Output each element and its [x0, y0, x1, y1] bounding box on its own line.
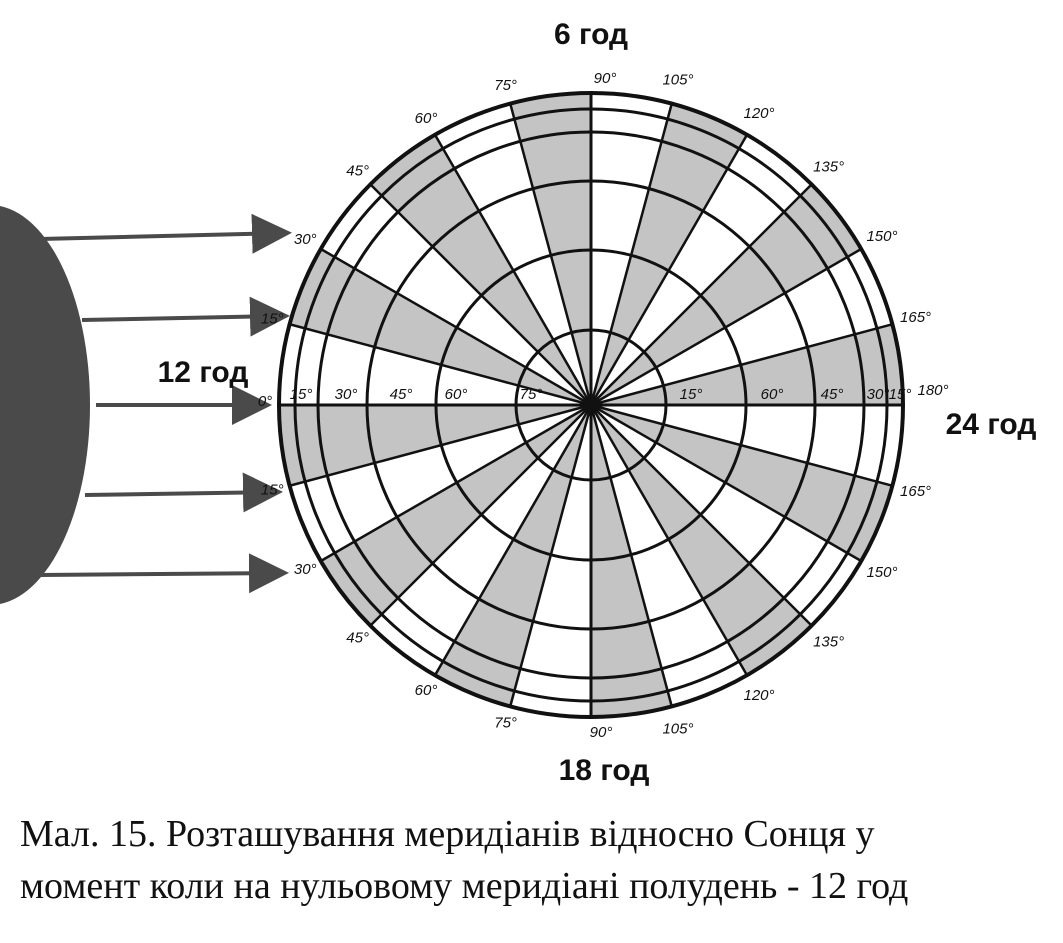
rim-label-lower-left: 45° — [346, 629, 369, 646]
shaded-sector — [435, 405, 591, 707]
figure-caption: Мал. 15. Розташування меридіанів відносн… — [20, 808, 1050, 912]
rim-label-upper-left: 30° — [294, 231, 317, 248]
rim-label-upper-right: 135° — [813, 158, 844, 175]
rim-label-upper-right: 120° — [743, 105, 774, 122]
meridian-line — [590, 183, 813, 406]
rim-label-lower-left: 60° — [415, 682, 438, 699]
shaded-sector — [591, 405, 893, 561]
rim-label-upper-right: 150° — [866, 228, 897, 245]
rim-label-lower-left: 15° — [261, 481, 284, 498]
axis-label-left: 45° — [390, 386, 413, 403]
sun-ray-2 — [81, 296, 290, 337]
shaded-sector — [320, 405, 591, 626]
rim-label-upper-left: 60° — [415, 110, 438, 127]
caption-line-2: момент коли на нульовому меридіані полуд… — [20, 865, 909, 907]
axis-label-right: 15° — [889, 386, 912, 403]
hour-label-12: 12 год — [158, 356, 249, 389]
rim-label-upper-right: 165° — [900, 309, 931, 326]
hour-label-18: 18 год — [559, 754, 650, 787]
rim-label-upper-left: 75° — [494, 77, 517, 94]
rim-label-upper-right: 105° — [662, 71, 693, 88]
axis-label-right: 45° — [821, 386, 844, 403]
axis-label-left: 15° — [290, 386, 313, 403]
rim-label-lower-right: 150° — [866, 564, 897, 581]
meridian-diagram: 15°30°45°60°75°105°120°135°150°165°15°30… — [0, 18, 1037, 787]
rim-label-lower-right: 135° — [813, 634, 844, 651]
meridian-line — [320, 247, 592, 407]
meridian-line — [589, 134, 749, 406]
shaded-sector — [591, 184, 862, 405]
rim-label-lower-left: 75° — [494, 715, 517, 732]
rim-label-lower-left: 30° — [294, 561, 317, 578]
rim-label-upper-left: 45° — [346, 163, 369, 180]
meridian-line — [369, 183, 592, 406]
hour-label-24: 24 год — [946, 408, 1037, 441]
sun-ray-4 — [84, 472, 283, 513]
meridian-line — [289, 323, 592, 407]
rim-label-lower-right: 105° — [662, 721, 693, 738]
rim-label-upper-left: 15° — [261, 311, 284, 328]
pole — [584, 398, 598, 412]
rim-label-lower-right: 120° — [743, 687, 774, 704]
meridian-line — [320, 403, 592, 563]
shaded-sector — [289, 249, 591, 405]
meridian-line — [589, 103, 673, 406]
sun — [0, 206, 90, 604]
axis-label-right: 15° — [680, 386, 703, 403]
meridian-line — [509, 103, 593, 406]
meridian-line — [433, 404, 593, 676]
meridian-line — [589, 404, 673, 707]
shaded-sector — [591, 103, 747, 406]
rim-label-lower-right: 165° — [900, 483, 931, 500]
degree-labels: 15°30°45°60°75°105°120°135°150°165°15°30… — [258, 70, 949, 741]
rim-label-right-end: 180° — [917, 382, 948, 399]
rim-label-bottom: 90° — [590, 724, 613, 741]
meridian-lines — [279, 93, 903, 717]
shaded-sector — [591, 405, 812, 676]
sun-ray-5 — [39, 553, 289, 594]
meridian-line — [289, 403, 592, 487]
meridian-line — [590, 323, 893, 407]
axis-label-right: 60° — [761, 386, 784, 403]
meridian-line — [590, 403, 862, 563]
rim-label-top: 90° — [594, 70, 617, 87]
sun-ray-1 — [39, 213, 292, 254]
caption-line-1: Мал. 15. Розташування меридіанів відносн… — [20, 813, 875, 855]
meridian-line — [509, 404, 593, 707]
axis-label-left: 75° — [520, 386, 543, 403]
axis-label-left: 30° — [335, 386, 358, 403]
meridian-line — [433, 134, 593, 406]
meridian-line — [590, 403, 893, 487]
hour-label-6: 6 год — [554, 18, 628, 51]
axis-label-right: 30° — [867, 386, 890, 403]
meridian-line — [589, 404, 749, 676]
meridian-line — [369, 404, 592, 627]
shaded-sector — [370, 134, 591, 405]
meridian-line — [590, 404, 813, 627]
rim-label-left-end: 0° — [258, 393, 272, 410]
axis-label-left: 60° — [445, 386, 468, 403]
sun-rays — [39, 213, 292, 594]
meridian-line — [590, 247, 862, 407]
